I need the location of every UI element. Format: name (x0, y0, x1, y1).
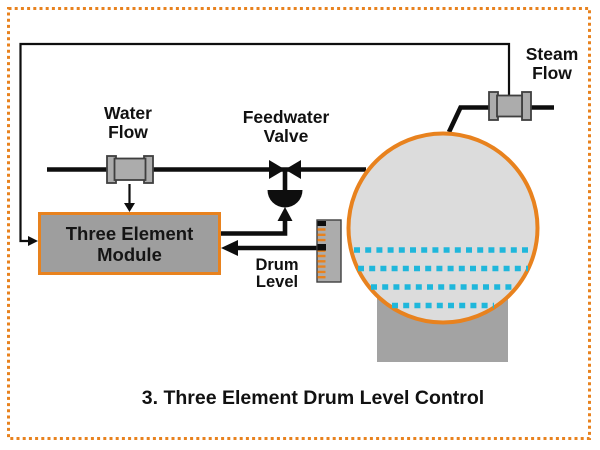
water-signal-arrowhead-icon (124, 203, 135, 212)
drum-level-arrowhead-icon (221, 240, 238, 256)
drum-level-label: Drum Level (255, 256, 299, 291)
valve-triangle-right-icon (285, 160, 301, 179)
steam-flow-label: Steam Flow (525, 44, 579, 83)
steam-feedback-line (19, 42, 511, 243)
dotted-frame (7, 7, 591, 440)
water-flow-label: Water Flow (104, 103, 152, 142)
valve-control-arrowhead-icon (277, 207, 293, 221)
boiler-drum (346, 131, 540, 325)
steam-flow-sensor-body (496, 94, 523, 118)
drum-level-gauge-top-tick (317, 221, 326, 226)
drum-level-gauge-level-tick (317, 244, 326, 251)
water-flow-sensor-body (113, 157, 147, 181)
three-element-module-box (38, 212, 221, 275)
steam-flow-sensor-cap-right (521, 91, 532, 121)
valve-triangle-left-icon (269, 160, 285, 179)
valve-control-line (221, 219, 288, 236)
steam-pipe-left (446, 105, 489, 133)
caption: 3. Three Element Drum Level Control (141, 387, 485, 409)
valve-actuator-dome-icon (267, 190, 303, 208)
three-element-module-label: Three Element Module (65, 222, 194, 265)
feedwater-valve-label: Feedwater Valve (242, 107, 330, 146)
feedback-arrowhead-icon (28, 236, 38, 246)
